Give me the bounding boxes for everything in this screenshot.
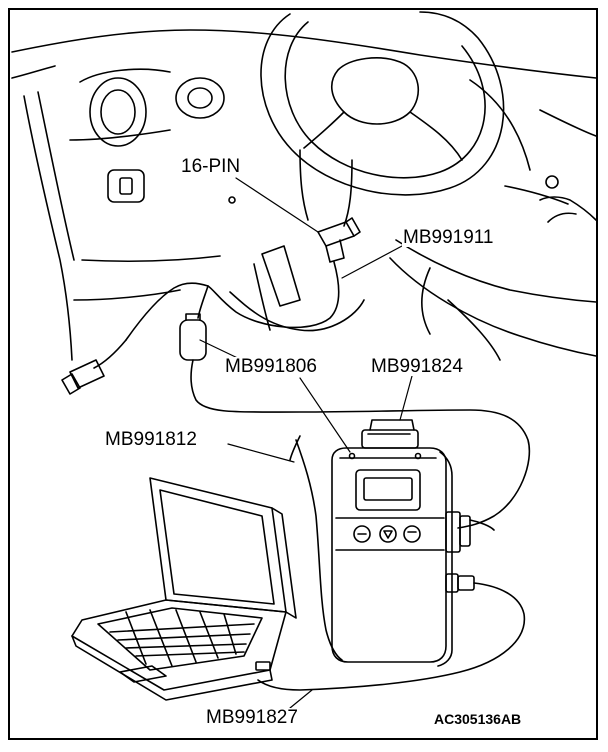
leader-16pin xyxy=(236,178,318,232)
label-mb991812: MB991812 xyxy=(104,429,198,450)
figure-code: AC305136AB xyxy=(434,711,522,727)
label-mb991824: MB991824 xyxy=(370,356,464,377)
cable-mb991824-upper xyxy=(230,292,364,331)
figure-frame xyxy=(8,8,598,740)
laptop xyxy=(72,478,296,700)
leader-mb991812 xyxy=(228,444,294,462)
leader-mb991827 xyxy=(290,690,312,708)
vci-device xyxy=(258,420,524,690)
dashboard-drawing xyxy=(12,12,596,360)
cable-mb991911 xyxy=(126,262,339,340)
connector-16pin xyxy=(318,218,360,262)
label-mb991806: MB991806 xyxy=(224,356,318,377)
leader-mb991911 xyxy=(342,246,402,278)
y-splitter xyxy=(62,314,529,528)
leader-mb991824 xyxy=(400,376,412,420)
label-16-pin: 16-PIN xyxy=(180,156,242,177)
cable-mb991812 xyxy=(296,440,342,660)
label-mb991911: MB991911 xyxy=(402,227,495,248)
cable-mb991812-tip xyxy=(290,436,300,460)
label-mb991827: MB991827 xyxy=(205,707,299,728)
leader-lines xyxy=(200,178,412,708)
leader-mb991806-b xyxy=(300,378,350,452)
